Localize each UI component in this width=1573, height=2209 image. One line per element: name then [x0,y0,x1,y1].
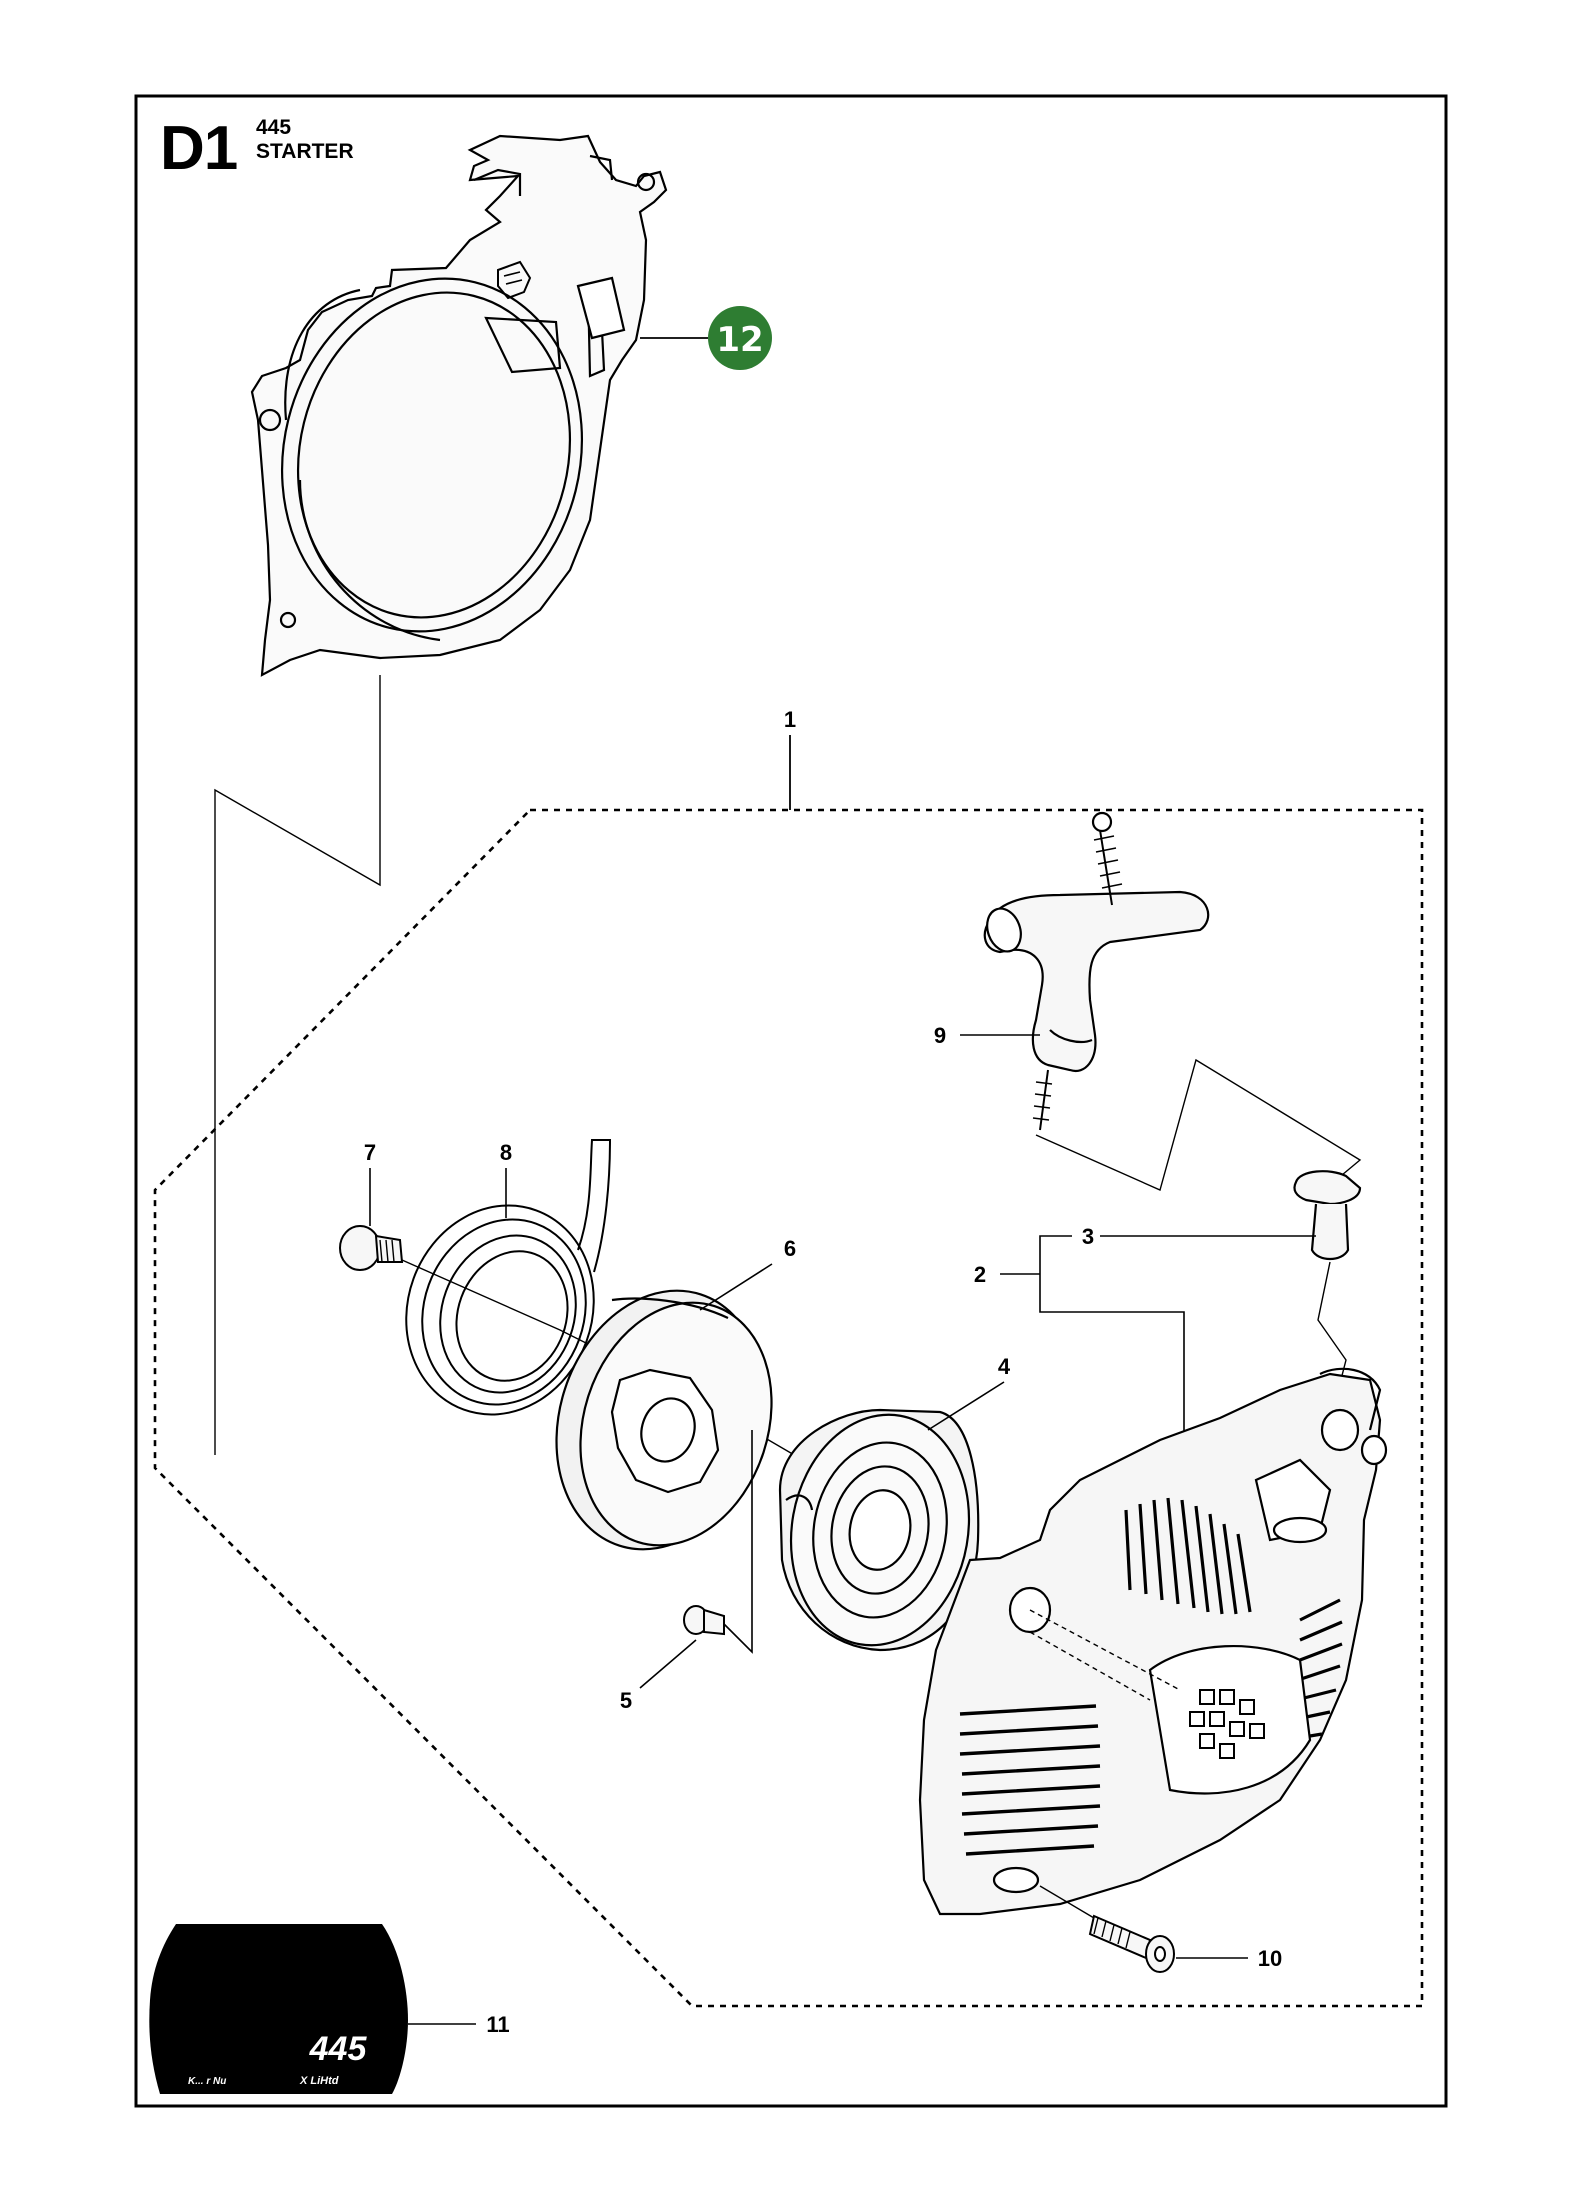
leader-2-bracket [1039,1235,1185,1440]
rope-leader-line [1035,1058,1362,1191]
handle-part-9[interactable] [981,811,1210,1131]
starter-housing-part-2[interactable] [918,1367,1388,1916]
decal-small-left: K... r Nu [188,2076,226,2087]
callout-4[interactable]: 4 [998,1354,1011,1379]
section-code: D1 [160,114,238,183]
leader-5 [639,1430,753,1689]
kit-boundary-part-1 [153,808,1424,2008]
decal-small-right: X LiHtd [299,2075,339,2087]
rope-coil-part-8[interactable] [377,1139,622,1441]
callout-2[interactable]: 2 [974,1262,986,1287]
section-title: STARTER [256,140,354,163]
callout-10[interactable]: 10 [1258,1946,1282,1971]
callout-12-label: 12 [716,320,763,360]
callout-7[interactable]: 7 [364,1140,376,1165]
screw-part-7[interactable] [339,1225,404,1271]
shroud-part-12[interactable] [245,134,668,677]
rope-guide-part-3[interactable] [1293,1170,1362,1261]
callout-5[interactable]: 5 [620,1688,632,1713]
shroud-leader-line [214,675,381,1455]
callout-11[interactable]: 11 [486,2012,509,2037]
callout-3[interactable]: 3 [1082,1224,1094,1249]
callout-8[interactable]: 8 [500,1140,512,1165]
bolt-leader-line [1039,1885,1095,1919]
spring-cassette-part-4[interactable] [773,1400,987,1659]
pulley-part-6[interactable] [524,1264,802,1577]
callout-6[interactable]: 6 [784,1236,796,1261]
callout-9[interactable]: 9 [934,1023,946,1048]
decal-part-11[interactable]: 445 K... r Nu X LiHtd [149,1924,409,2094]
model-number: 445 [256,116,292,139]
decal-model-mark: 445 [309,2030,368,2068]
callout-badge-12[interactable]: 12 [640,306,772,370]
page-frame [134,94,1448,2108]
alignment-dashes [1029,1609,1181,1701]
screw-part-5[interactable] [683,1605,725,1636]
bolt-part-10[interactable] [1088,1914,1175,1973]
leader-6 [699,1263,773,1311]
callout-1[interactable]: 1 [784,707,796,732]
leader-4 [927,1381,1005,1431]
